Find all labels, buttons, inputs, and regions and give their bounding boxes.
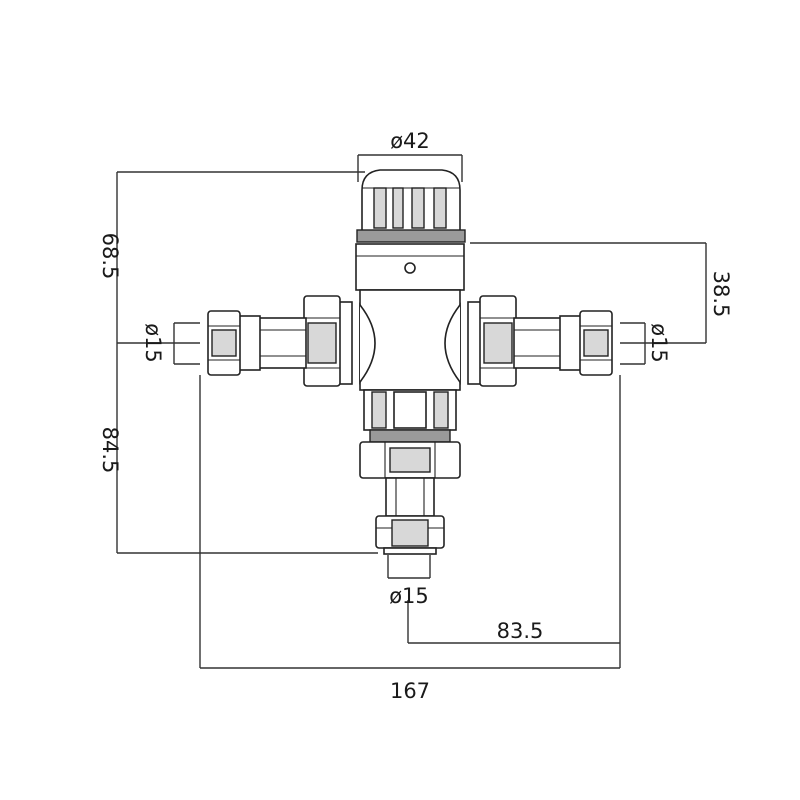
mixing-valve [207,169,613,555]
left-pipe [257,317,307,369]
dimension-labels: ø42 68.5 84.5 ø15 ø15 38.5 ø15 83.5 167 [98,129,733,703]
label-bottom-outlet: ø15 [389,584,429,608]
outlet-pipe [385,477,435,517]
lower-body [363,389,457,443]
label-height-lower: 84.5 [98,427,122,474]
valve-cap [356,169,466,243]
label-right-inlet: ø15 [647,323,671,363]
left-nut [303,295,353,387]
right-nut [467,295,517,387]
outlet-fitting [375,515,445,555]
valve-collar [355,243,465,291]
label-right-height: 38.5 [709,271,733,318]
dimension-lines [116,154,707,669]
label-head-diameter: ø42 [390,129,430,153]
valve-body [359,289,461,391]
left-fitting [207,310,261,376]
label-height-upper: 68.5 [98,233,122,280]
label-left-inlet: ø15 [141,323,165,363]
label-total-width: 167 [390,679,430,703]
right-pipe [513,317,563,369]
label-half-width: 83.5 [497,619,544,643]
right-fitting [559,310,613,376]
outlet-nut [359,441,461,479]
